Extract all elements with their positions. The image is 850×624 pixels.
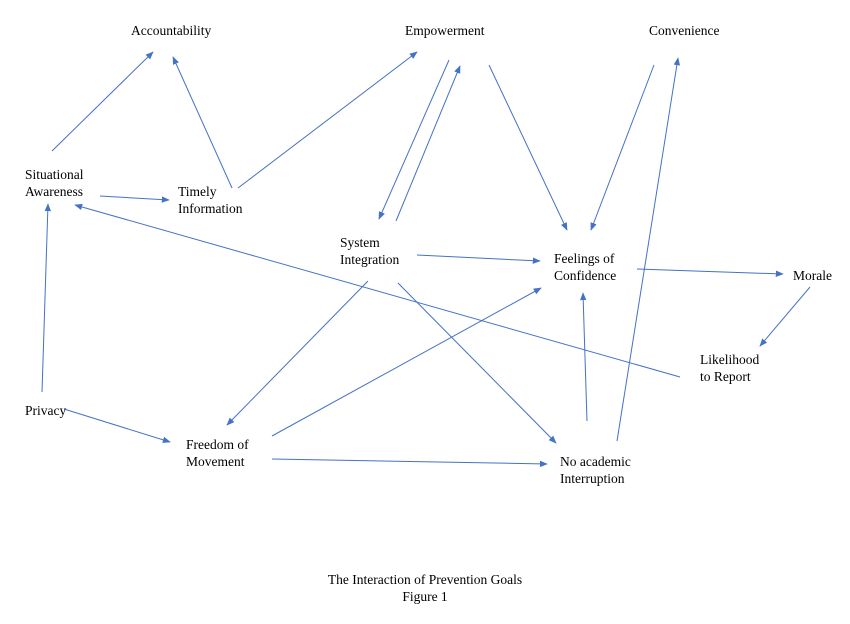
node-label-line: Empowerment: [405, 23, 485, 38]
arrow-empowerment-to-feelings-of-confidence: [488, 64, 568, 231]
node-label-line: Information: [178, 201, 243, 216]
arrow-situational-awareness-to-timely-information: [99, 195, 170, 203]
node-accountability: Accountability: [131, 22, 211, 39]
node-label-line: Timely: [178, 184, 217, 199]
arrow-system-integration-to-no-academic-interruption: [397, 282, 557, 444]
arrow-feelings-of-confidence-to-morale: [636, 268, 784, 277]
node-feelings-of-confidence: Feelings of Confidence: [554, 250, 616, 284]
edge-layer: [41, 51, 811, 468]
node-empowerment: Empowerment: [405, 22, 484, 39]
node-label-line: System: [340, 235, 380, 250]
arrow-timely-information-to-empowerment: [237, 51, 418, 189]
arrow-no-academic-interruption-to-feelings-of-confidence: [580, 292, 588, 422]
node-label-line: Movement: [186, 454, 245, 469]
node-label-line: Interruption: [560, 471, 625, 486]
arrow-morale-to-likelihood-to-report: [759, 286, 811, 347]
arrow-freedom-of-movement-to-no-academic-interruption: [271, 458, 548, 468]
arrow-system-integration-to-empowerment: [395, 65, 461, 222]
node-morale: Morale: [793, 267, 832, 284]
arrow-freedom-of-movement-to-feelings-of-confidence: [271, 287, 542, 437]
arrow-likelihood-to-report-to-situational-awareness: [74, 203, 681, 378]
node-label-line: No academic: [560, 454, 631, 469]
node-label-line: Integration: [340, 252, 400, 267]
node-label-line: Privacy: [25, 403, 67, 418]
arrow-privacy-to-situational-awareness: [41, 203, 51, 393]
node-label-line: Convenience: [649, 23, 720, 38]
arrow-privacy-to-freedom-of-movement: [63, 408, 171, 443]
node-label-line: Awareness: [25, 184, 83, 199]
node-likelihood-to-report: Likelihood to Report: [700, 351, 759, 385]
arrow-convenience-to-feelings-of-confidence: [590, 64, 655, 231]
node-freedom-of-movement: Freedom of Movement: [186, 436, 249, 470]
arrow-system-integration-to-feelings-of-confidence: [416, 254, 541, 264]
node-convenience: Convenience: [649, 22, 719, 39]
node-privacy: Privacy: [25, 402, 66, 419]
arrow-situational-awareness-to-accountability: [51, 51, 154, 152]
node-label-line: Situational: [25, 167, 84, 182]
node-label-line: Feelings of: [554, 251, 615, 266]
figure-caption-title: The Interaction of Prevention Goals: [327, 572, 523, 587]
node-label-line: Morale: [793, 268, 832, 283]
node-label-line: Accountability: [131, 23, 212, 38]
arrow-system-integration-to-freedom-of-movement: [226, 280, 369, 426]
figure-caption-number: Figure 1: [402, 589, 448, 604]
node-label-line: to Report: [700, 369, 751, 384]
arrow-no-academic-interruption-to-convenience: [616, 57, 681, 442]
node-label-line: Likelihood: [700, 352, 760, 367]
node-label-line: Confidence: [554, 268, 617, 283]
node-label-line: Freedom of: [186, 437, 249, 452]
arrow-empowerment-to-system-integration: [378, 59, 450, 220]
arrow-timely-information-to-accountability: [172, 56, 233, 189]
